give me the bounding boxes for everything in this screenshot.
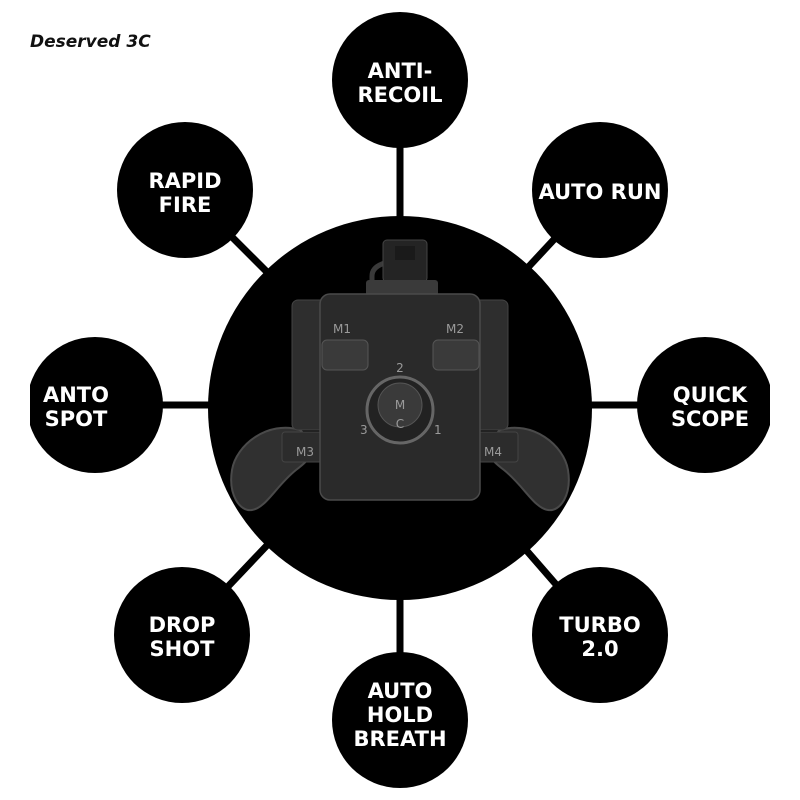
mode-dial-button bbox=[377, 382, 423, 428]
feature-label-line: QUICK bbox=[673, 383, 748, 407]
feature-circle bbox=[30, 337, 163, 473]
feature-label-line: RECOIL bbox=[358, 83, 443, 107]
feature-circle bbox=[532, 567, 668, 703]
feature-anto-spot: ANTO SPOT bbox=[30, 337, 163, 473]
feature-label-line: BREATH bbox=[353, 727, 446, 751]
feature-label-line: 2.0 bbox=[581, 637, 618, 661]
feature-anti-recoil: ANTI- RECOIL bbox=[332, 12, 468, 148]
m4-label: M4 bbox=[484, 445, 502, 459]
feature-label-line: SPOT bbox=[45, 407, 108, 431]
feature-label-line: AUTO bbox=[368, 679, 433, 703]
feature-label-line: ANTI- bbox=[368, 59, 433, 83]
feature-quick-scope: QUICK SCOPE bbox=[637, 337, 770, 473]
feature-circle bbox=[332, 652, 468, 788]
feature-circle bbox=[117, 122, 253, 258]
feature-circle bbox=[532, 122, 668, 258]
m1-label: M1 bbox=[333, 322, 351, 336]
dial-bottom-label: C bbox=[396, 417, 404, 431]
dial-number-3: 3 bbox=[360, 423, 368, 437]
feature-label-line: ANTO bbox=[43, 383, 109, 407]
feature-label-line: RAPID bbox=[148, 169, 221, 193]
feature-label-line: DROP bbox=[149, 613, 216, 637]
controller-attachment-device: M1 M2 M3 M4 M C 2 3 1 bbox=[230, 239, 570, 512]
m2-button bbox=[432, 339, 480, 371]
m1-button bbox=[321, 339, 369, 371]
feature-label-line: AUTO RUN bbox=[539, 180, 662, 204]
feature-auto-run: AUTO RUN bbox=[532, 122, 668, 258]
feature-auto-hold-breath: AUTO HOLD BREATH bbox=[332, 652, 468, 788]
feature-label-line: TURBO bbox=[559, 613, 640, 637]
feature-drop-shot: DROP SHOT bbox=[114, 567, 250, 703]
feature-label-line: FIRE bbox=[159, 193, 212, 217]
feature-turbo: TURBO 2.0 bbox=[532, 567, 668, 703]
connector-base bbox=[366, 280, 438, 296]
feature-label-line: SCOPE bbox=[671, 407, 749, 431]
feature-circle bbox=[332, 12, 468, 148]
dial-number-2: 2 bbox=[396, 361, 404, 375]
m3-label: M3 bbox=[296, 445, 314, 459]
dial-number-1: 1 bbox=[434, 423, 442, 437]
m2-label: M2 bbox=[446, 322, 464, 336]
feature-label-line: SHOT bbox=[150, 637, 216, 661]
feature-label-line: HOLD bbox=[367, 703, 433, 727]
feature-rapid-fire: RAPID FIRE bbox=[117, 122, 253, 258]
dial-center-label: M bbox=[395, 398, 405, 412]
feature-circle bbox=[114, 567, 250, 703]
feature-circle bbox=[637, 337, 770, 473]
brand-watermark: Deserved 3C bbox=[30, 32, 151, 52]
